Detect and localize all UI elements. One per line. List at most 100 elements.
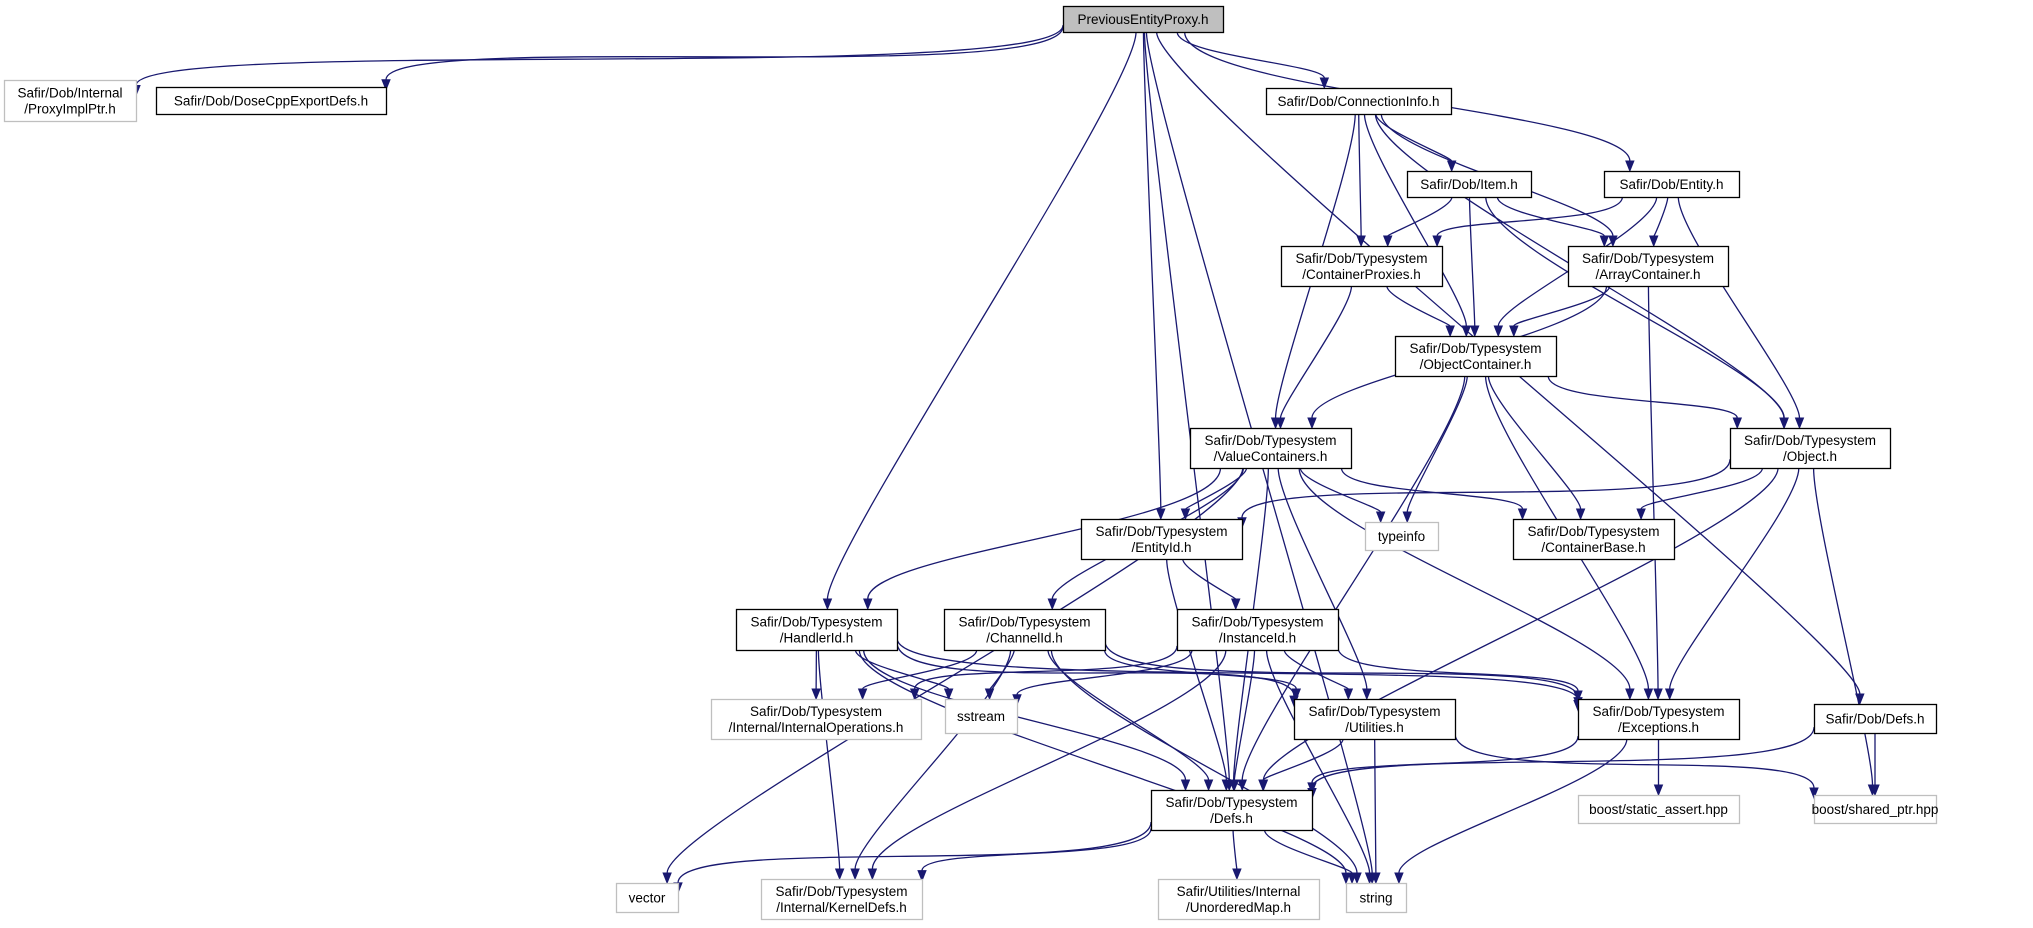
edge-containerproxies-to-objectcontainer	[1386, 285, 1455, 338]
arrowhead-icon	[822, 598, 833, 611]
node-kerneldefs[interactable]: Safir/Dob/Typesystem/Internal/KernelDefs…	[760, 878, 924, 921]
node-containerbase[interactable]: Safir/Dob/Typesystem/ContainerBase.h	[1512, 518, 1676, 561]
edge-line	[1398, 738, 1628, 874]
node-connectioninfo[interactable]: Safir/Dob/ConnectionInfo.h	[1265, 87, 1453, 116]
node-instanceid[interactable]: Safir/Dob/Typesystem/InstanceId.h	[1176, 608, 1340, 652]
node-objectcontainer[interactable]: Safir/Dob/Typesystem/ObjectContainer.h	[1394, 335, 1558, 378]
edge-instanceid-to-kerneldefs	[867, 649, 1227, 881]
arrowhead-icon	[1221, 779, 1232, 792]
edge-line	[921, 828, 1152, 871]
node-channelid[interactable]: Safir/Dob/Typesystem/ChannelId.h	[943, 608, 1107, 652]
edge-line	[1298, 467, 1631, 690]
arrowhead-icon	[1362, 688, 1372, 701]
node-item[interactable]: Safir/Dob/Item.h	[1406, 170, 1533, 199]
node-label: /ObjectContainer.h	[1420, 357, 1532, 372]
node-label: /Exceptions.h	[1618, 720, 1699, 735]
node-label: /InstanceId.h	[1219, 631, 1296, 646]
node-staticassert[interactable]: boost/static_assert.hpp	[1577, 794, 1741, 825]
edge-line	[1337, 647, 1579, 692]
edge-line	[1241, 459, 1731, 518]
edge-line	[896, 642, 1295, 697]
node-box	[1394, 335, 1558, 378]
node-label: /Defs.h	[1210, 811, 1253, 826]
edge-line	[1454, 733, 1815, 789]
node-string[interactable]: string	[1345, 882, 1408, 914]
node-label: Safir/Dob/Typesystem	[958, 615, 1090, 630]
edge-line	[1669, 467, 1800, 690]
node-label: Safir/Dob/Typesystem	[1527, 524, 1659, 539]
edge-line	[1262, 467, 1779, 781]
node-label: Safir/Dob/Typesystem	[1204, 433, 1336, 448]
edge-channelid-to-internaloperations	[857, 649, 978, 701]
edge-handlerid-to-tsdefs	[862, 649, 1191, 792]
node-dobdefs[interactable]: Safir/Dob/Defs.h	[1813, 703, 1938, 735]
node-arraycontainer[interactable]: Safir/Dob/Typesystem/ArrayContainer.h	[1567, 245, 1730, 288]
node-box	[155, 86, 388, 116]
node-dosecppexportdefs[interactable]: Safir/Dob/DoseCppExportDefs.h	[155, 86, 388, 116]
node-handlerid[interactable]: Safir/Dob/Typesystem/HandlerId.h	[735, 608, 899, 652]
node-label: /UnorderedMap.h	[1186, 900, 1291, 915]
arrowhead-icon	[1653, 784, 1664, 797]
edge-valuecontainers-to-handlerid	[863, 467, 1222, 611]
edge-line	[1262, 738, 1344, 781]
node-box	[1406, 170, 1533, 199]
node-box	[1189, 427, 1353, 470]
node-box	[1265, 87, 1453, 116]
node-object[interactable]: Safir/Dob/Typesystem/Object.h	[1729, 427, 1892, 470]
edge-exceptions-to-staticassert	[1653, 739, 1664, 797]
edge-line	[817, 649, 841, 870]
node-entity[interactable]: Safir/Dob/Entity.h	[1603, 170, 1741, 199]
node-label: /Object.h	[1783, 449, 1837, 464]
arrowhead-icon	[1371, 872, 1381, 885]
node-tsdefs[interactable]: Safir/Dob/Typesystem/Defs.h	[1150, 789, 1314, 832]
node-box	[944, 698, 1019, 735]
edge-line	[1513, 285, 1611, 327]
node-root[interactable]: PreviousEntityProxy.h	[1062, 5, 1225, 34]
node-unorderedmap[interactable]: Safir/Utilities/Internal/UnorderedMap.h	[1157, 878, 1321, 921]
arrowhead-icon	[867, 868, 878, 881]
node-label: string	[1359, 891, 1392, 906]
node-sstream[interactable]: sstream	[944, 698, 1019, 735]
node-box	[1813, 794, 1938, 825]
edge-item-to-object	[1485, 196, 1789, 430]
node-entityid[interactable]: Safir/Dob/Typesystem/EntityId.h	[1080, 518, 1244, 561]
node-box	[615, 882, 680, 914]
node-label: Safir/Dob/Typesystem	[1409, 341, 1541, 356]
node-internaloperations[interactable]: Safir/Dob/Typesystem/Internal/InternalOp…	[710, 698, 923, 741]
node-vector[interactable]: vector	[615, 882, 680, 914]
node-label: sstream	[957, 709, 1005, 724]
node-label: boost/static_assert.hpp	[1589, 802, 1728, 817]
node-label: /Internal/InternalOperations.h	[729, 720, 904, 735]
node-containerproxies[interactable]: Safir/Dob/Typesystem/ContainerProxies.h	[1280, 245, 1444, 288]
edge-tsdefs-to-kerneldefs	[917, 828, 1152, 882]
edge-line	[1182, 558, 1237, 600]
edge-line	[1647, 285, 1659, 690]
node-sharedptr[interactable]: boost/shared_ptr.hpp	[1812, 794, 1939, 825]
edge-line	[826, 31, 1137, 600]
arrowhead-icon	[1231, 598, 1241, 611]
edge-valuecontainers-to-entityid	[1180, 467, 1248, 521]
arrowhead-icon	[811, 688, 821, 701]
arrowhead-icon	[1343, 688, 1354, 701]
edge-object-to-containerbase	[1636, 467, 1764, 521]
edge-line	[135, 24, 1064, 86]
node-label: Safir/Dob/Item.h	[1420, 177, 1518, 192]
node-valuecontainers[interactable]: Safir/Dob/Typesystem/ValueContainers.h	[1189, 427, 1353, 470]
node-proxyimplptr[interactable]: Safir/Dob/Internal/ProxyImplPtr.h	[3, 79, 138, 123]
edge-root-to-dosecppexportdefs	[381, 26, 1064, 92]
node-box	[1280, 245, 1444, 288]
edge-root-to-entityid	[1142, 31, 1166, 521]
edge-object-to-entityid	[1237, 459, 1731, 530]
arrowhead-icon	[1156, 508, 1166, 521]
edge-line	[1233, 649, 1256, 781]
arrowhead-icon	[1180, 779, 1191, 792]
edge-object-to-sharedptr	[1812, 467, 1878, 797]
arrowhead-icon	[1180, 508, 1191, 521]
node-typeinfo[interactable]: typeinfo	[1364, 521, 1440, 552]
node-label: Safir/Dob/Typesystem	[750, 615, 882, 630]
node-exceptions[interactable]: Safir/Dob/Typesystem/Exceptions.h	[1577, 698, 1741, 741]
node-box	[1813, 703, 1938, 735]
edge-line	[1485, 196, 1785, 419]
node-utilities[interactable]: Safir/Dob/Typesystem/Utilities.h	[1293, 698, 1457, 741]
